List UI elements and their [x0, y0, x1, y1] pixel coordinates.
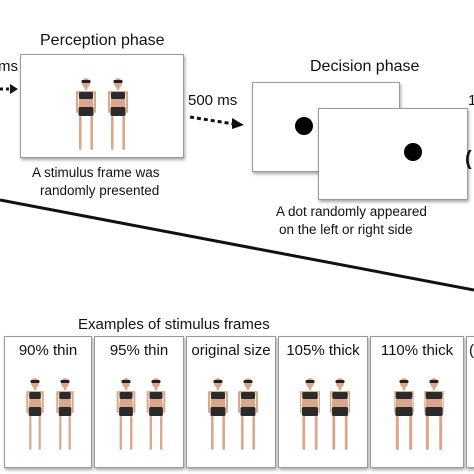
- stimulus-frame-label: 90% thin: [18, 342, 78, 359]
- interval-label: 500 ms: [188, 92, 238, 109]
- examples-title: Examples of stimulus frames: [78, 316, 270, 333]
- interval-arrow: [189, 115, 244, 129]
- stimulus-frame-3: original size: [186, 336, 276, 468]
- body-figure-left: [208, 377, 228, 462]
- stimulus-frame-label: original size: [191, 342, 271, 359]
- body-figure-right: [146, 377, 166, 462]
- body-figure-left: [392, 377, 416, 462]
- body-figure-left: [299, 377, 321, 462]
- stimulus-frame-label: 110% thick: [380, 342, 454, 359]
- stimulus-frame-2: 95% thin: [94, 336, 184, 468]
- left-incoming-arrow: [0, 84, 18, 94]
- right-edge-mark-top: 1: [468, 92, 474, 109]
- partial-frame-right: [466, 336, 474, 468]
- partial-frame-label: (: [469, 342, 474, 359]
- decision-caption-line1: A dot randomly appeared: [276, 204, 427, 219]
- body-figure-right: [238, 377, 258, 462]
- decision-caption-line2: on the left or right side: [279, 222, 413, 237]
- body-figure-left: [25, 377, 45, 462]
- perception-phase-title: Perception phase: [40, 32, 165, 49]
- body-figure-right: [55, 377, 75, 462]
- perception-caption-line1: A stimulus frame was: [32, 165, 160, 180]
- body-figure-right: [422, 377, 446, 462]
- dot-right: [404, 143, 422, 161]
- perception-stimulus-frame: [20, 54, 184, 158]
- body-figure-left: [76, 77, 96, 162]
- stimulus-frame-label: 95% thin: [109, 342, 169, 359]
- body-figure-right: [108, 77, 128, 162]
- stimulus-frame-1: 90% thin: [4, 336, 92, 468]
- body-figure-right: [329, 377, 351, 462]
- body-figure-left: [116, 377, 136, 462]
- decision-phase-title: Decision phase: [310, 58, 420, 75]
- decision-frame-front: [318, 108, 468, 200]
- right-edge-mark-curve: (: [465, 148, 472, 170]
- dot-left: [295, 117, 313, 135]
- perception-caption-line2: randomly presented: [40, 183, 160, 198]
- stimulus-frame-5: 110% thick: [370, 336, 464, 468]
- left-cut-label: ms: [0, 58, 18, 75]
- stimulus-frame-4: 105% thick: [278, 336, 368, 468]
- stimulus-frame-label: 105% thick: [286, 342, 360, 359]
